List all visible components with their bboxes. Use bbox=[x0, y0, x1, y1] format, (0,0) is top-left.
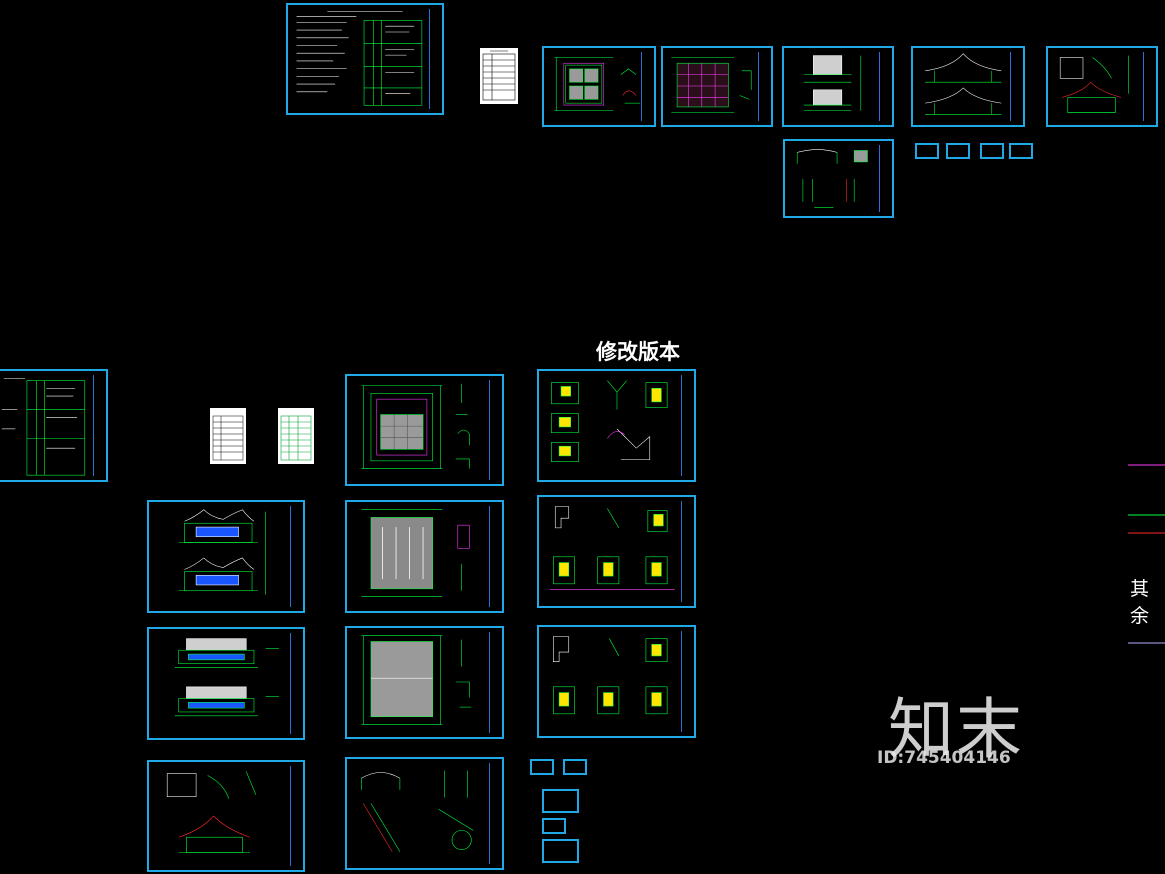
roof-detail-graphic bbox=[1059, 55, 1129, 113]
title-block bbox=[489, 506, 499, 607]
drawing-thumb-6[interactable] bbox=[563, 759, 587, 775]
drawing-notes-left-b[interactable] bbox=[278, 408, 314, 464]
title-block bbox=[489, 632, 499, 733]
title-block bbox=[758, 52, 768, 121]
drawing-elevation-c[interactable] bbox=[147, 627, 305, 740]
drawing-section-b[interactable] bbox=[345, 757, 504, 870]
title-block bbox=[681, 631, 691, 732]
notes-graphic bbox=[212, 415, 244, 461]
drawing-index-graphic bbox=[296, 11, 423, 106]
title-block bbox=[290, 633, 300, 734]
title-block bbox=[93, 375, 103, 476]
elevation-graphic bbox=[178, 509, 266, 595]
drawing-section-a[interactable] bbox=[911, 46, 1025, 127]
drawing-plan-b[interactable] bbox=[661, 46, 773, 127]
drawing-plan-a[interactable] bbox=[542, 46, 656, 127]
title-block bbox=[489, 380, 499, 480]
drawing-revised-1[interactable] bbox=[537, 369, 696, 482]
revised-graphic bbox=[553, 636, 668, 715]
drawing-index-left[interactable] bbox=[0, 369, 108, 482]
title-block bbox=[681, 375, 691, 476]
drawing-plan-e[interactable] bbox=[345, 626, 504, 739]
drawing-detail-small[interactable] bbox=[783, 139, 894, 218]
revised-graphic bbox=[549, 506, 675, 590]
plan-graphic bbox=[671, 57, 752, 113]
index-graphic bbox=[1, 378, 86, 476]
elevation-graphic bbox=[174, 638, 280, 717]
drawing-plan-d[interactable] bbox=[345, 500, 504, 613]
elevation-graphic bbox=[803, 55, 862, 112]
watermark-brand: 知末 bbox=[888, 691, 1024, 768]
roof-detail-graphic bbox=[166, 771, 257, 853]
title-block bbox=[879, 52, 889, 121]
drawing-roof-detail-a[interactable] bbox=[1046, 46, 1158, 127]
drawing-thumb-8[interactable] bbox=[542, 818, 566, 834]
title-block bbox=[641, 52, 651, 121]
section-graphic bbox=[361, 770, 474, 852]
drawing-elevation-a[interactable] bbox=[782, 46, 894, 127]
drawing-plan-c[interactable] bbox=[345, 374, 504, 486]
revised-graphic bbox=[551, 380, 668, 462]
other-label: 其余 bbox=[1130, 578, 1150, 627]
drawing-thumb-7[interactable] bbox=[542, 789, 579, 813]
drawing-revised-2[interactable] bbox=[537, 495, 696, 608]
plan-graphic bbox=[361, 509, 470, 597]
plan-graphic bbox=[554, 57, 640, 112]
title-block bbox=[1143, 52, 1153, 121]
drawing-index-top[interactable] bbox=[286, 3, 444, 115]
title-block bbox=[681, 501, 691, 602]
drawing-notes-top[interactable] bbox=[480, 48, 518, 104]
drawing-thumb-3[interactable] bbox=[980, 143, 1004, 159]
drawing-revised-3[interactable] bbox=[537, 625, 696, 738]
drawing-roof-detail-b[interactable] bbox=[147, 760, 305, 872]
notes-graphic bbox=[280, 415, 312, 461]
title-block bbox=[1010, 52, 1020, 121]
title-block bbox=[489, 763, 499, 864]
drawing-elevation-b[interactable] bbox=[147, 500, 305, 613]
drawing-thumb-4[interactable] bbox=[1009, 143, 1033, 159]
legend-lines bbox=[1128, 464, 1165, 644]
title-block bbox=[879, 145, 889, 212]
drawing-thumb-5[interactable] bbox=[530, 759, 554, 775]
title-block bbox=[429, 9, 439, 109]
drawing-thumb-1[interactable] bbox=[915, 143, 939, 159]
plan-graphic bbox=[361, 635, 472, 725]
drawing-thumb-9[interactable] bbox=[542, 839, 579, 863]
title-block bbox=[290, 506, 300, 607]
detail-graphic bbox=[796, 149, 868, 208]
revised-version-label: 修改版本 bbox=[596, 340, 680, 364]
drawing-notes-left-a[interactable] bbox=[210, 408, 246, 464]
section-graphic bbox=[925, 53, 1002, 115]
title-block bbox=[290, 766, 300, 866]
drawing-thumb-2[interactable] bbox=[946, 143, 970, 159]
notes-table-graphic bbox=[482, 50, 516, 101]
watermark-id: ID:745404146 bbox=[877, 748, 1011, 768]
plan-graphic bbox=[361, 383, 470, 469]
